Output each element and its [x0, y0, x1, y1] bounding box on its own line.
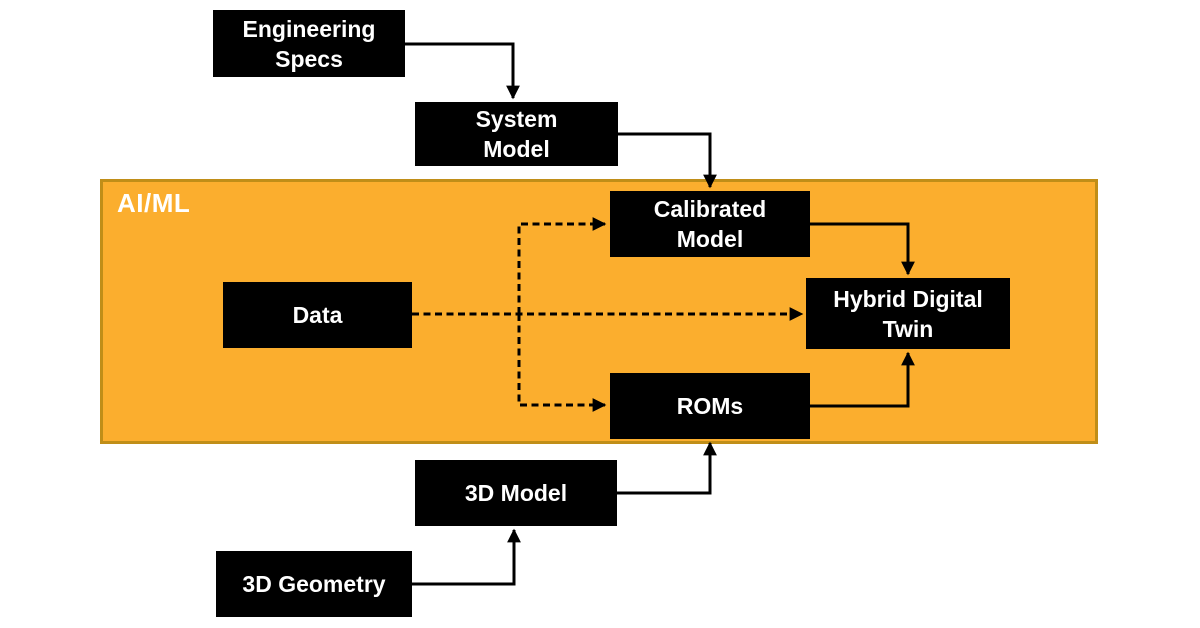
node-3d-model-label: 3D Model	[464, 480, 568, 506]
node-roms-label: ROMs	[676, 393, 744, 419]
node-hybrid-digital-twin: Hybrid Digital Twin	[806, 278, 1010, 349]
node-roms: ROMs	[610, 373, 810, 439]
node-calibrated-model: Calibrated Model	[610, 191, 810, 257]
node-system-model-label: System Model	[475, 106, 558, 162]
node-calibrated-model-label: Calibrated Model	[653, 196, 767, 252]
node-3d-geometry-label: 3D Geometry	[242, 571, 386, 597]
node-engineering-specs: Engineering Specs	[213, 10, 405, 77]
node-system-model: System Model	[415, 102, 618, 166]
node-hybrid-digital-twin-label: Hybrid Digital Twin	[833, 285, 983, 342]
arrow-3d-model-to-roms	[617, 441, 717, 495]
node-3d-geometry: 3D Geometry	[216, 551, 412, 617]
aiml-region-label: AI/ML	[117, 188, 191, 218]
node-data: Data	[223, 282, 412, 348]
arrow-engineering-specs-to-system-model	[405, 42, 520, 100]
arrow-3d-geometry-to-3d-model	[412, 528, 521, 586]
node-data-label: Data	[292, 302, 343, 328]
node-engineering-specs-label: Engineering Specs	[242, 15, 376, 72]
node-3d-model: 3D Model	[415, 460, 617, 526]
